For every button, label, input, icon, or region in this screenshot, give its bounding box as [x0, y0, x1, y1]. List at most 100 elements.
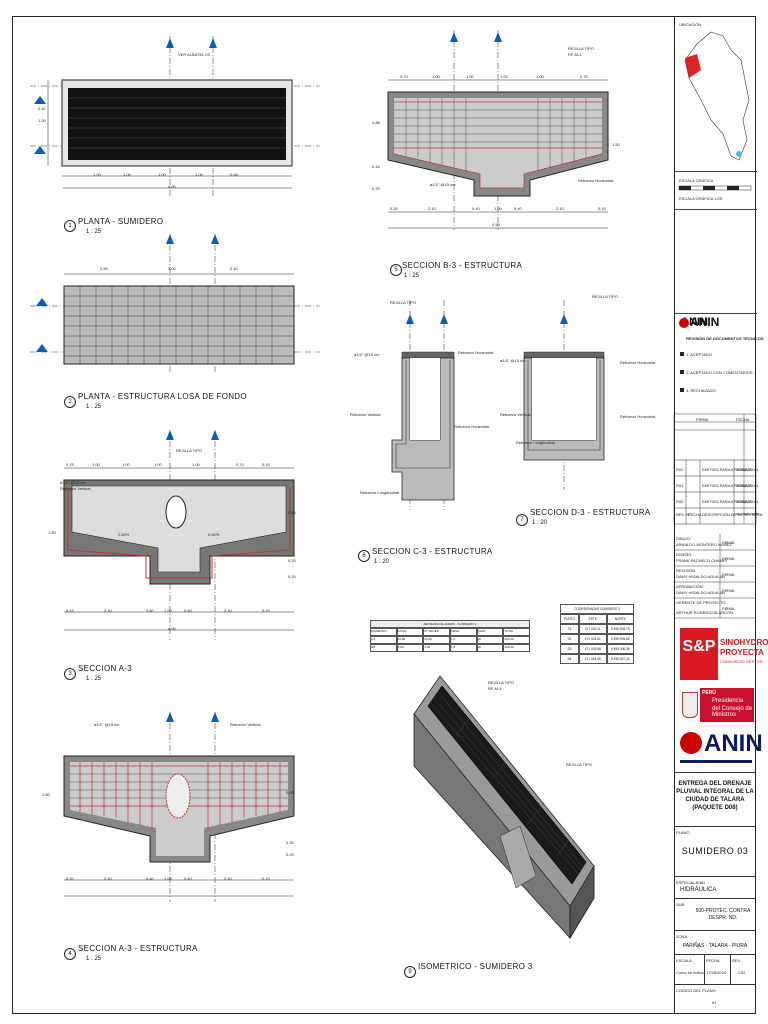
review-title: REVISIÓN DE DOCUMENTOS TÉCNICOS [686, 336, 764, 341]
sec3-bottom-3: 0.40 [146, 608, 154, 613]
tb-vdivider-2 [730, 954, 731, 984]
drawing-title-9: ISOMETRICO - SUMIDERO 3 [418, 962, 533, 971]
drawing-scale-5: 1 : 25 [404, 273, 420, 279]
drawing-scale-3: 1 : 25 [86, 676, 102, 682]
metrado-cell: 136.50 [503, 644, 531, 652]
sec5-side-2: 0.44 [372, 164, 380, 169]
sec5-bottom-4: 1.00 [494, 206, 502, 211]
person-4-name: DAMY HIGALDO AGUILAR [676, 590, 726, 595]
review-check-2 [680, 370, 684, 374]
sec5-bottom-7: 0.15 [598, 206, 606, 211]
coordinates-cell: S3 [560, 644, 579, 654]
anin-big-mark [680, 732, 702, 754]
drawing-number-5: 5 [390, 264, 402, 276]
sp-sub-2: PROYECTA [720, 648, 764, 657]
coordinates-header: NORTE [606, 614, 634, 624]
rev-row-3-date: 12/04 [736, 499, 747, 504]
sheet-frame [12, 16, 756, 1014]
metrado-header: TOTAL [503, 628, 531, 636]
sec7-rejilla: REJILLA TIPO [592, 294, 618, 299]
drawing-title-4: SECCION A-3 - ESTRUCTURA [78, 944, 198, 953]
pcm-line-2: del Consejo de Ministros [712, 706, 753, 718]
drawing-title-7: SECCION D-3 - ESTRUCTURA [530, 508, 651, 517]
person-3-sign: FIRMA [722, 572, 735, 577]
metrado-cell: 3/8 [370, 644, 397, 652]
drawing-number-3: 3 [64, 668, 76, 680]
rev-header-firma: FIRMA [696, 417, 709, 422]
rev-col-4: REVISADO POR [736, 512, 759, 516]
metrado-header: DIAMETRO [370, 628, 397, 636]
sec4-bottom-5: 0.40 [184, 876, 192, 881]
sec3-slope-right: 0.50% [208, 532, 220, 537]
anin-big-logo: ANIN [704, 730, 763, 757]
anin-logo-small-text: ANIN [690, 315, 720, 329]
anin-mark-small [679, 318, 689, 328]
sec4-left: 1.50 [42, 792, 50, 797]
sec5-rejilla-2: RF-M-4 [568, 52, 582, 57]
metrado-cell: 1.00 [423, 644, 451, 652]
section-c3-structure-drawing [391, 300, 455, 510]
metrado-cell: 24.00 [423, 636, 451, 644]
plan1-dim-2: 1.00 [123, 172, 131, 177]
coordinates-cell: S2 [560, 634, 579, 644]
fecha-value: 17/25/2024 [706, 970, 727, 975]
person-5-sign: FIRMA [722, 606, 735, 611]
people-grid [674, 534, 756, 619]
sec3-top-5: 1.00 [192, 462, 200, 467]
sec5-bottom-5: 0.40 [514, 206, 522, 211]
table-row: S1 471 003.11 9 495 005.78 [560, 624, 634, 634]
tb-divider-6 [674, 954, 756, 955]
sec6-rebar-c: Refuerzo Vertical [350, 412, 381, 417]
sec3-top-2: 1.00 [92, 462, 100, 467]
coordinates-cell: 9 495 005.82 [606, 634, 634, 644]
plan2-dim-2: 1.00 [168, 266, 176, 271]
tb-vdivider-1 [704, 954, 705, 984]
table-row: 3/8 8.60 1.00 1.8 20 136.50 [370, 644, 531, 652]
metrado-title: METRADO DE ACERO - SUMIDERO 3 [370, 620, 530, 628]
rev-row-2-no: R01 [676, 483, 684, 488]
plan1-note: VER ALBATEL 03 [178, 52, 210, 57]
graphic-scale-sub: ESCALA GRÁFICA 1/25 [679, 196, 723, 201]
sec4-bottom-3: 0.40 [146, 876, 154, 881]
rev-label: REV. [732, 958, 741, 963]
sp-sub-3: CONSORCIO GESTOR [720, 659, 763, 664]
coordinates-table: COORDENADAS SUMIDERO 3 PUNTO ESTE NORTE … [560, 604, 634, 664]
review-check-3 [680, 388, 684, 392]
metrado-header: N° VECES [423, 628, 451, 636]
rev-row-1-date: 12/04 [736, 467, 747, 472]
sec3-side-1: 0.65 [288, 510, 296, 515]
sec5-rebar-a: ø1/2" @15 cm [430, 182, 456, 187]
sec7-rebar-c: Refuerzo Vertical [500, 412, 531, 417]
sec3-total: 4.90 [168, 626, 176, 631]
rev-row-2-by: VR [746, 483, 752, 488]
coordinates-cell: 9 495 007.24 [606, 654, 634, 664]
metrado-table: METRADO DE ACERO - SUMIDERO 3 DIAMETRO L… [370, 620, 531, 652]
plan1-total: 4.90 [168, 184, 176, 189]
drawing-scale-4: 1 : 25 [86, 956, 102, 962]
table-row: S3 471 003.88 9 495 006.38 [560, 644, 634, 654]
plano-value: SUMIDERO 03 [681, 846, 749, 856]
sec3-level: 1.50 [48, 530, 56, 535]
sec5-bottom-1: 0.20 [390, 206, 398, 211]
location-cell: UBICACIÓN [675, 16, 757, 172]
drawing-scale-6: 1 : 20 [374, 559, 390, 565]
coordinates-title: COORDENADAS SUMIDERO 3 [560, 604, 634, 614]
peru-label: PERÚ [702, 690, 716, 696]
person-2-role: DISEÑO [676, 552, 692, 557]
sec5-top-2: 1.00 [432, 74, 440, 79]
metrado-cell: 1/2 [370, 636, 397, 644]
peru-shield-icon [682, 692, 698, 718]
sec3-top-7: 0.15 [262, 462, 270, 467]
drawing-number-7: 7 [516, 514, 528, 526]
drawing-number-2: 2 [64, 396, 76, 408]
person-3-role: REVISIÓN [676, 568, 696, 573]
tb-divider-7 [674, 984, 756, 985]
coordinates-cell: S1 [560, 624, 579, 634]
sec3-bottom-1: 0.15 [66, 608, 74, 613]
revision-table-grid [673, 413, 757, 525]
sec3-top-6: 0.70 [236, 462, 244, 467]
coordinates-cell: 471 003.88 [579, 644, 607, 654]
sec3-slope-left: 0.50% [118, 532, 130, 537]
sec3-top-4: 1.00 [154, 462, 162, 467]
metrado-header: LONG [396, 628, 424, 636]
